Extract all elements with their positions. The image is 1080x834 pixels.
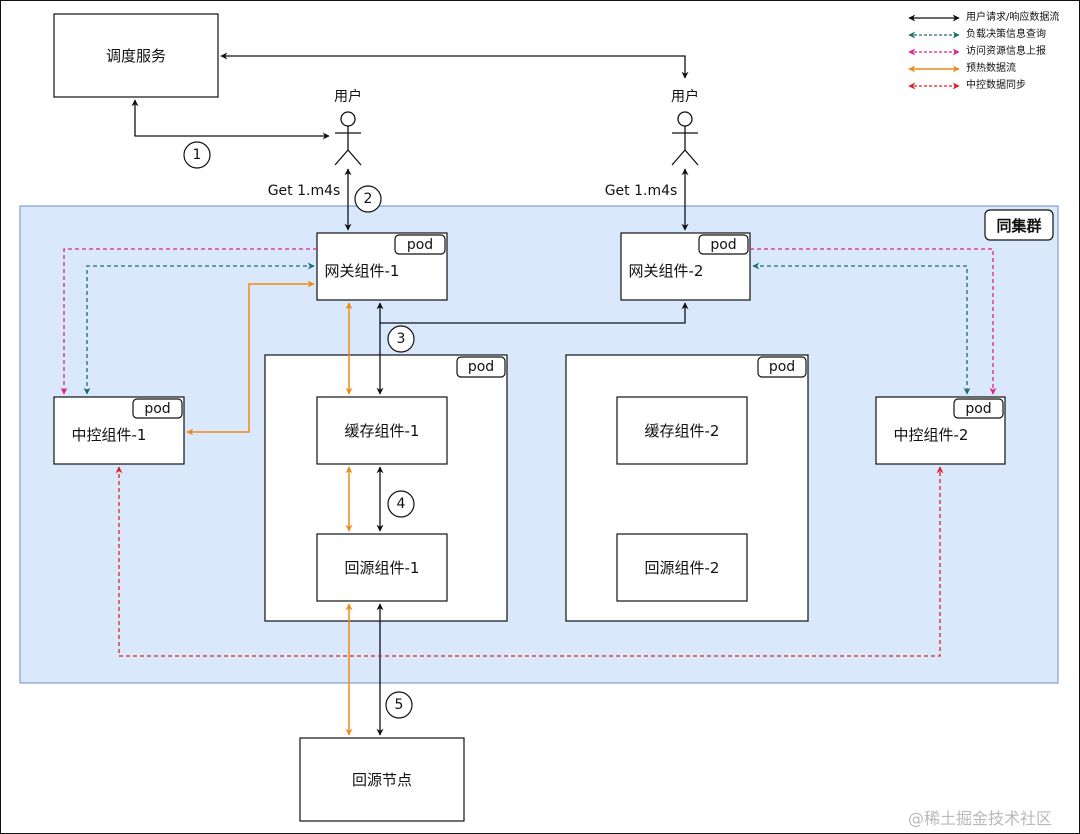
scheduler-box: [53, 13, 219, 98]
query-gateway1-control1: [83, 262, 315, 395]
user1-label: 用户: [334, 89, 362, 105]
gateway2-label: 网关组件-2: [628, 261, 704, 280]
teal-flows: [83, 262, 971, 395]
control1-label: 中控组件-1: [71, 425, 147, 444]
control2-label: 中控组件-2: [893, 425, 969, 444]
cluster-label-box: [984, 209, 1054, 241]
arrow-to-gateway2: [380, 302, 689, 324]
legend-label-load-query: 负载决策信息查询: [966, 29, 1046, 40]
arrow-user1-scheduler: [131, 99, 330, 140]
step-4-number: 4: [396, 496, 406, 512]
user2-label: 用户: [671, 89, 699, 105]
cache2-box: [616, 396, 748, 465]
legend-label-control-sync: 中控数据同步: [966, 80, 1026, 91]
step-1-circle: [183, 141, 211, 169]
gateway1-label: 网关组件-1: [324, 261, 400, 280]
request1-label: Get 1.m4s: [267, 183, 341, 199]
pod-tag-container1-text: pod: [467, 359, 495, 375]
step-5-number: 5: [394, 697, 404, 713]
step-1-number: 1: [192, 147, 202, 163]
pod-tag-gateway2-text: pod: [710, 236, 737, 253]
step-4-circle: [387, 490, 415, 518]
step-2-number: 2: [363, 191, 373, 207]
origin2-label: 回源组件-2: [644, 559, 720, 577]
origin2-box: [616, 533, 748, 602]
pod-tag-control1-text: pod: [144, 400, 171, 417]
scheduler-label: 调度服务: [105, 47, 166, 65]
legend-label-resource-report: 访问资源信息上报: [966, 46, 1046, 57]
cache2-label: 缓存组件-2: [644, 422, 720, 440]
pink-flows: [60, 248, 997, 395]
watermark: @稀土掘金技术社区: [908, 809, 1053, 828]
legend-label-preheat: 预热数据流: [966, 63, 1016, 74]
cache1-label: 缓存组件-1: [344, 422, 420, 440]
cluster-label: 同集群: [996, 216, 1042, 235]
black-flows: [131, 52, 689, 736]
pod-tag-gateway1-text: pod: [406, 236, 434, 253]
origin-node-box: [299, 737, 465, 822]
report-gateway1-control1: [60, 248, 317, 395]
cache1-box: [316, 396, 448, 465]
pod-tag-control2: [953, 398, 1004, 419]
step-3-number: 3: [396, 331, 406, 347]
pod-tag-control2-text: pod: [965, 400, 992, 417]
legend-lines: [908, 14, 960, 90]
query-gateway2-control2: [752, 262, 971, 395]
step-5-circle: [385, 691, 413, 719]
step-3-circle: [387, 325, 415, 353]
pod-tag-control1: [132, 398, 183, 419]
legend-label-user-flow: 用户请求/响应数据流: [966, 12, 1060, 23]
origin-node-label: 回源节点: [351, 771, 412, 789]
origin1-box: [316, 533, 448, 602]
user1-icon: [334, 111, 362, 166]
sync-control1-control2: [115, 466, 944, 657]
request2-label: Get 1.m4s: [604, 183, 678, 199]
step-2-circle: [354, 185, 382, 213]
pod-tag-gateway2: [698, 234, 749, 255]
pod-tag-gateway1: [394, 234, 446, 255]
pod-tag-container2-text: pod: [768, 359, 796, 375]
arrow-scheduler-user2: [220, 52, 689, 79]
pod-tag-container-1: [456, 356, 506, 378]
report-gateway2-control2: [750, 248, 997, 395]
user2-icon: [671, 111, 699, 166]
origin1-label: 回源组件-1: [344, 559, 420, 577]
